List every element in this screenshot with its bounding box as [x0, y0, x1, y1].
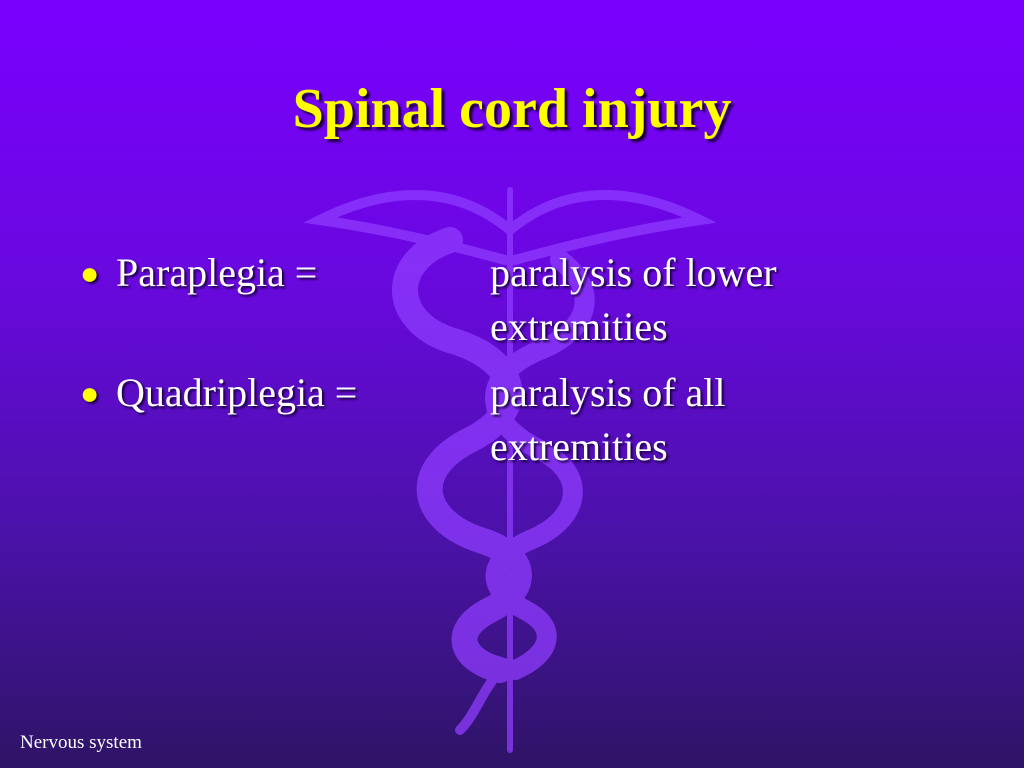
term-quadriplegia: Quadriplegia =: [116, 370, 358, 415]
term-paraplegia: Paraplegia =: [116, 250, 318, 295]
bullet-list: ● Paraplegia = paralysis of lower extrem…: [80, 246, 980, 486]
definition-paraplegia: paralysis of lower extremities: [490, 250, 777, 349]
bullet-icon: ●: [80, 255, 100, 291]
bullet-icon: ●: [80, 375, 100, 411]
bullet-paraplegia: ● Paraplegia = paralysis of lower extrem…: [80, 246, 980, 354]
definition-quadriplegia: paralysis of all extremities: [490, 370, 726, 469]
slide-title: Spinal cord injury: [292, 78, 732, 140]
footer-text: Nervous system: [20, 732, 142, 753]
bullet-quadriplegia: ● Quadriplegia = paralysis of all extrem…: [80, 366, 980, 474]
caduceus-icon: [303, 187, 717, 753]
